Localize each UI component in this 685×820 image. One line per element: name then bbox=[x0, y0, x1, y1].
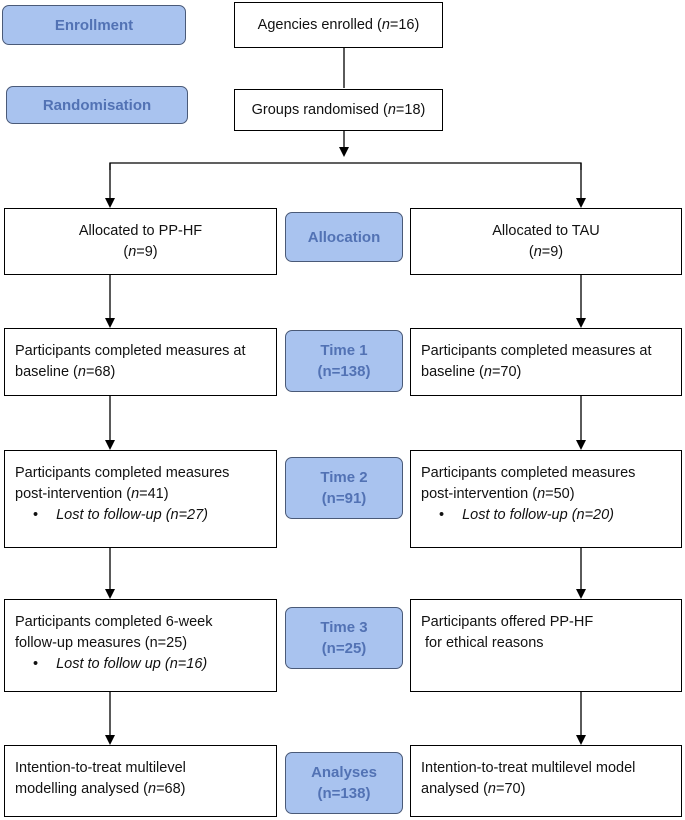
stage-label-analyses: Analyses (n=138) bbox=[285, 752, 403, 814]
lost-to-follow-up-item: •Lost to follow up (n=16) bbox=[33, 656, 208, 672]
left-time1-box: Participants completed measures at basel… bbox=[4, 328, 277, 396]
agencies-enrolled-box: Agencies enrolled (n=16) bbox=[234, 2, 443, 48]
stage-label-time1: Time 1 (n=138) bbox=[285, 330, 403, 392]
left-analyses-box: Intention-to-treat multilevel modelling … bbox=[4, 745, 277, 817]
right-analyses-box: Intention-to-treat multilevel model anal… bbox=[410, 745, 682, 817]
stage-label-time2: Time 2 (n=91) bbox=[285, 457, 403, 519]
left-allocation-box: Allocated to PP-HF (n=9) bbox=[4, 208, 277, 275]
stage-label-allocation: Allocation bbox=[285, 212, 403, 262]
stage-label-randomisation: Randomisation bbox=[6, 86, 188, 124]
right-time1-box: Participants completed measures at basel… bbox=[410, 328, 682, 396]
right-time2-box: Participants completed measures post-int… bbox=[410, 450, 682, 548]
right-time3-box: Participants offered PP-HF for ethical r… bbox=[410, 599, 682, 692]
lost-to-follow-up-item: •Lost to follow-up (n=27) bbox=[33, 507, 209, 523]
stage-label-time3: Time 3 (n=25) bbox=[285, 607, 403, 669]
split-line bbox=[109, 162, 582, 170]
left-time3-box: Participants completed 6-week follow-up … bbox=[4, 599, 277, 692]
groups-randomised-box: Groups randomised (n=18) bbox=[234, 89, 443, 131]
left-time2-box: Participants completed measures post-int… bbox=[4, 450, 277, 548]
right-allocation-box: Allocated to TAU (n=9) bbox=[410, 208, 682, 275]
stage-label-enrollment: Enrollment bbox=[2, 5, 186, 45]
lost-to-follow-up-item: •Lost to follow-up (n=20) bbox=[439, 507, 615, 523]
